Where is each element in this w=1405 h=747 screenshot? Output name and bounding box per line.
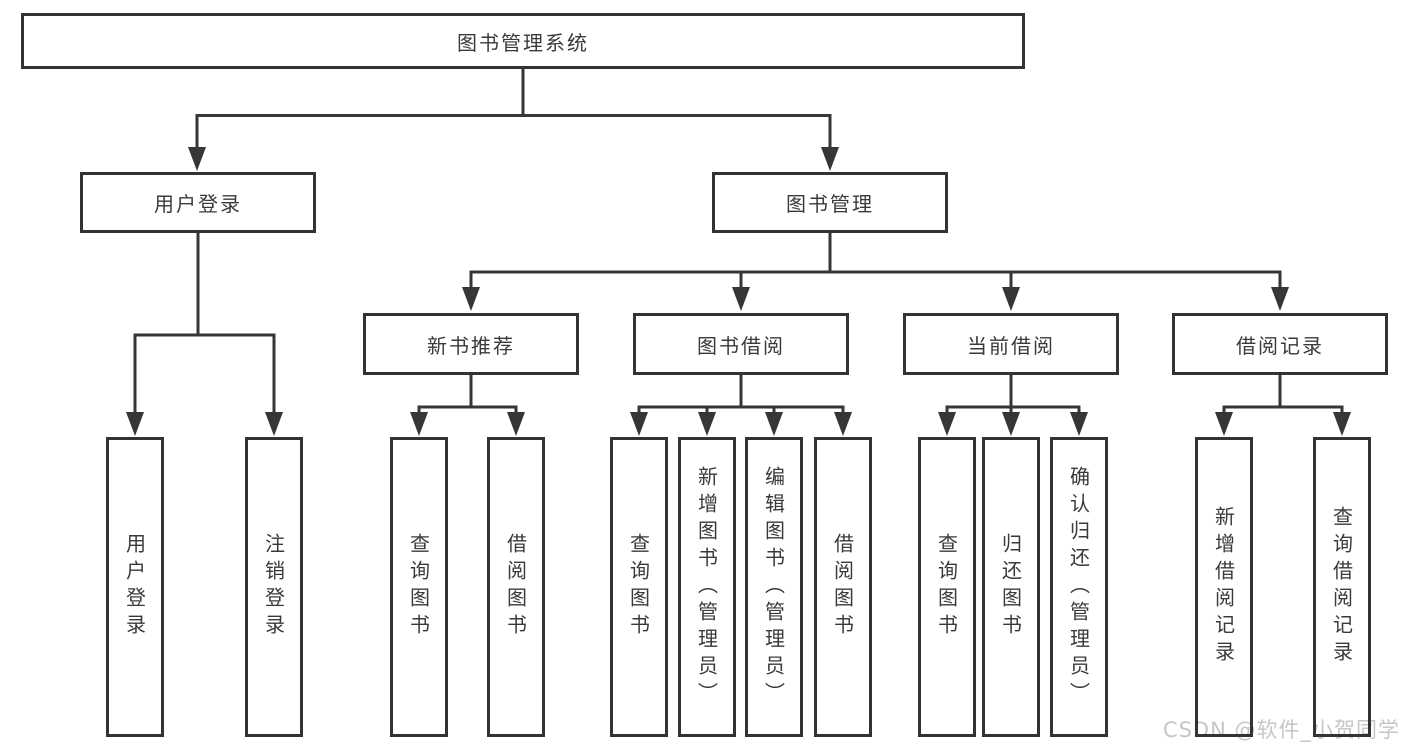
leaf-label: 用户登录	[122, 533, 147, 641]
connector-newbook-to-leaves	[410, 375, 525, 436]
leaf-return-book: 归还图书	[982, 437, 1040, 737]
watermark: CSDN @软件_小贺同学	[1162, 718, 1400, 742]
leaf-label: 查询图书	[626, 533, 651, 641]
node-label: 借阅记录	[1236, 333, 1324, 358]
node-user-login: 用户登录	[80, 172, 316, 233]
leaf-confirm-return-admin: 确认归还（管理员）	[1050, 437, 1108, 737]
leaf-query-book-newbook: 查询图书	[390, 437, 448, 737]
node-label: 图书管理	[786, 192, 874, 216]
leaf-logout: 注销登录	[245, 437, 303, 737]
node-book-borrow: 图书借阅	[633, 313, 849, 375]
node-label: 用户登录	[154, 192, 242, 216]
connector-mgmt-to-level3	[462, 233, 1289, 311]
leaf-borrow-book-newbook: 借阅图书	[487, 437, 545, 737]
leaf-edit-book-admin: 编辑图书（管理员）	[745, 437, 803, 737]
node-book-management: 图书管理	[712, 172, 948, 233]
leaf-query-book-current: 查询图书	[918, 437, 976, 737]
connector-borrow-to-leaves	[630, 375, 852, 436]
leaf-label: 注销登录	[261, 533, 286, 641]
node-library-system: 图书管理系统	[21, 13, 1025, 69]
node-label: 图书管理系统	[457, 30, 589, 55]
leaf-borrow-book: 借阅图书	[814, 437, 872, 737]
leaf-query-borrow-record: 查询借阅记录	[1313, 437, 1371, 737]
leaf-label: 查询图书	[934, 533, 959, 641]
leaf-label: 新增借阅记录	[1211, 506, 1236, 668]
leaf-query-book-borrow: 查询图书	[610, 437, 668, 737]
node-new-book-recommend: 新书推荐	[363, 313, 579, 375]
leaf-label: 新增图书（管理员）	[694, 465, 719, 709]
node-current-borrow: 当前借阅	[903, 313, 1119, 375]
leaf-user-login: 用户登录	[106, 437, 164, 737]
leaf-label: 查询借阅记录	[1329, 506, 1354, 668]
node-label: 图书借阅	[697, 333, 785, 358]
leaf-label: 编辑图书（管理员）	[761, 465, 786, 709]
leaf-label: 借阅图书	[830, 533, 855, 641]
connector-current-to-leaves	[938, 375, 1088, 436]
connector-login-to-leaves	[126, 233, 283, 436]
leaf-label: 确认归还（管理员）	[1066, 465, 1091, 709]
leaf-add-borrow-record: 新增借阅记录	[1195, 437, 1253, 737]
node-label: 新书推荐	[427, 333, 515, 358]
leaf-label: 借阅图书	[503, 533, 528, 641]
leaf-add-book-admin: 新增图书（管理员）	[678, 437, 736, 737]
node-borrow-record: 借阅记录	[1172, 313, 1388, 375]
leaf-label: 归还图书	[998, 533, 1023, 641]
leaf-label: 查询图书	[406, 533, 431, 641]
node-label: 当前借阅	[967, 333, 1055, 358]
connector-root-to-level2	[188, 68, 839, 171]
connector-record-to-leaves	[1215, 375, 1351, 436]
